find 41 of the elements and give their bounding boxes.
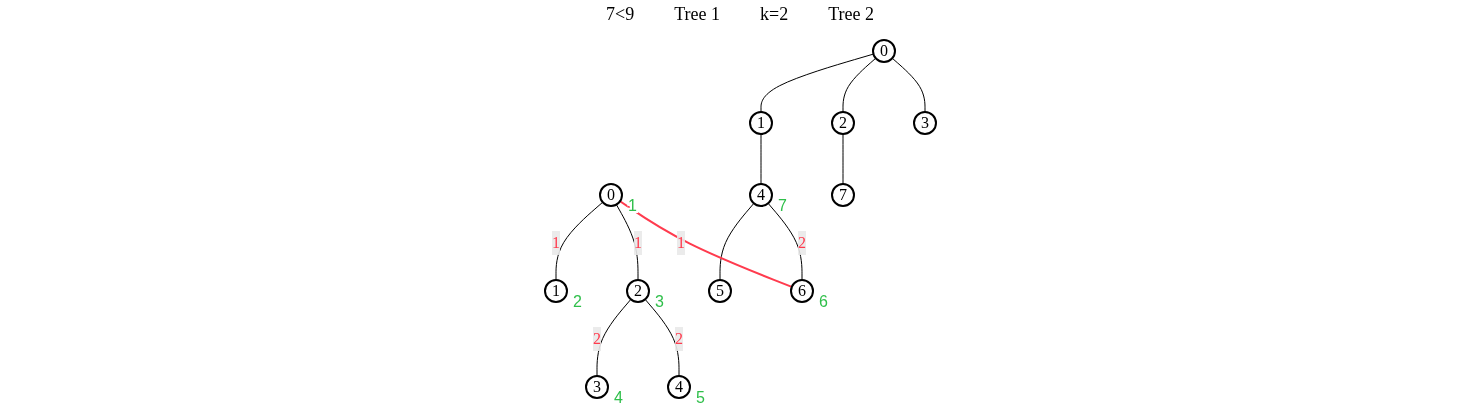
node-circle: 0 [871,38,896,63]
node-circle: 6 [789,278,814,303]
node-circle: 4 [748,182,773,207]
annotation-text: Tree 2 [828,4,874,22]
connector [842,133,843,184]
edge-label: 2 [797,233,806,251]
connector [618,199,793,288]
edge-label: 2 [592,329,601,347]
edge-label: 2 [674,329,683,347]
connector [842,57,876,112]
edge-label: 1 [676,233,685,251]
annotation-text: k=2 [760,4,789,22]
annotation-number: 4 [613,388,623,406]
connector [760,133,761,184]
annotation-text: 7<9 [606,4,635,22]
connector [596,298,631,376]
annotation-text: Tree 1 [674,4,720,22]
annotation-number: 7 [777,196,787,214]
edge-label: 1 [551,233,560,251]
node-circle: 3 [912,110,937,135]
connector [555,201,603,280]
connector [760,53,874,112]
node-circle: 4 [666,374,691,399]
connector [767,202,802,280]
annotation-number: 5 [695,388,705,406]
annotation-number: 6 [818,292,828,310]
node-circle: 1 [543,278,568,303]
node-circle: 2 [625,278,650,303]
node-circle: 5 [707,278,732,303]
annotation-number: 3 [654,292,664,310]
connector [891,57,925,112]
node-circle: 7 [830,182,855,207]
node-circle: 2 [830,110,855,135]
edge-label: 1 [633,233,642,251]
node-circle: 3 [584,374,609,399]
connector [644,298,679,376]
connector [719,202,754,280]
connector [615,203,638,280]
annotation-number: 2 [572,292,582,310]
node-circle: 1 [748,110,773,135]
node-circle: 0 [598,182,623,207]
